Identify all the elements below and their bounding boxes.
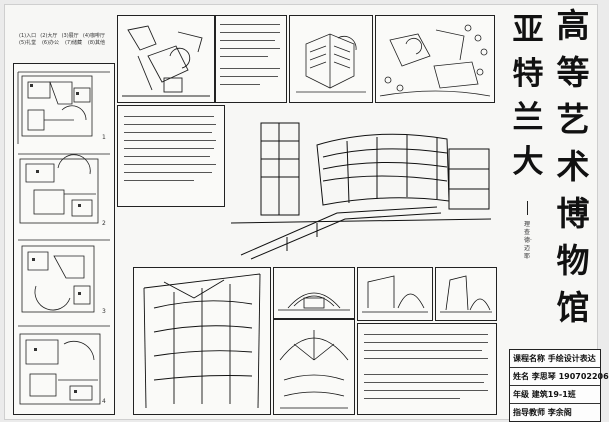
title-char: 兰 [512, 100, 544, 136]
vignette-drawing [440, 275, 492, 313]
dome-interior-sketch [273, 319, 355, 415]
vignette-sketch [435, 267, 497, 321]
dome-interior-drawing [279, 330, 349, 409]
title-char: 高 [556, 6, 590, 45]
title-char: 特 [512, 56, 544, 92]
legend: (1)入口 (2)大厅 (3)展厅 (4)咖啡厅 (5)礼堂 (6)办公 (7)… [19, 33, 105, 47]
analysis-notes-panel [357, 323, 497, 415]
legend-item: (2)大厅 [40, 33, 58, 39]
design-description-panel [117, 105, 225, 207]
atrium-drawing [143, 273, 261, 409]
title-char: 馆 [556, 288, 590, 327]
interior-atrium-sketch [133, 267, 271, 415]
main-perspective-panel [227, 105, 495, 261]
site-plan-sketch [117, 15, 215, 103]
title-char: 亚 [512, 12, 544, 48]
title-char: 艺 [556, 100, 590, 139]
legend-item: (7)储藏 [64, 40, 83, 46]
teacher-name: 指导教师 李余阁 [513, 408, 572, 417]
architect-name: 理查德·迈耶 [524, 221, 532, 260]
legend-item: (1)入口 [19, 33, 37, 39]
title-char: 等 [556, 53, 590, 92]
exterior-volume-drawing [278, 292, 350, 311]
museum-perspective-drawing [230, 122, 492, 260]
title-column-city: 亚 特 兰 大 [509, 15, 547, 191]
aerial-site-drawing [379, 24, 491, 97]
title-column-main: 高 等 艺 术 博 物 馆 [553, 9, 593, 338]
title-dash [527, 201, 528, 215]
info-block: 课程名称 手绘设计表达 姓名 李思琴 190702206 年级 建筑19-1班 … [509, 349, 609, 422]
floor-label: 2 [102, 220, 106, 227]
floor-plans-panel: 1 2 3 4 [13, 63, 115, 415]
axonometric-drawing [296, 33, 366, 93]
floor-plans-drawing [17, 71, 110, 405]
title-char: 大 [512, 144, 544, 180]
concept-notes-panel [215, 15, 287, 103]
title-char: 物 [556, 241, 590, 280]
title-char: 博 [556, 194, 590, 233]
floor-label: 3 [102, 308, 106, 315]
axonometric-sketch [289, 15, 373, 103]
course-name: 课程名称 手绘设计表达 [510, 350, 600, 368]
site-plan-drawing [122, 25, 210, 97]
drawing-sheet: (1)入口 (2)大厅 (3)展厅 (4)咖啡厅 (5)礼堂 (6)办公 (7)… [4, 4, 609, 422]
aerial-site-sketch [375, 15, 495, 103]
legend-item: (8)其他 [87, 40, 105, 46]
student-name: 姓名 李思琴 190702206 [510, 368, 609, 386]
floor-label: 4 [102, 398, 106, 405]
exterior-volume-sketch [273, 267, 355, 319]
title-char: 术 [556, 147, 590, 186]
legend-item: (6)办公 [41, 40, 60, 46]
floor-label: 1 [102, 134, 106, 141]
legend-item: (4)咖啡厅 [82, 33, 105, 39]
detail-drawing [362, 275, 428, 313]
class-name: 年级 建筑19-1班 [510, 386, 600, 404]
legend-item: (5)礼堂 [19, 40, 37, 46]
legend-item: (3)展厅 [61, 33, 79, 39]
detail-sketch [357, 267, 433, 321]
